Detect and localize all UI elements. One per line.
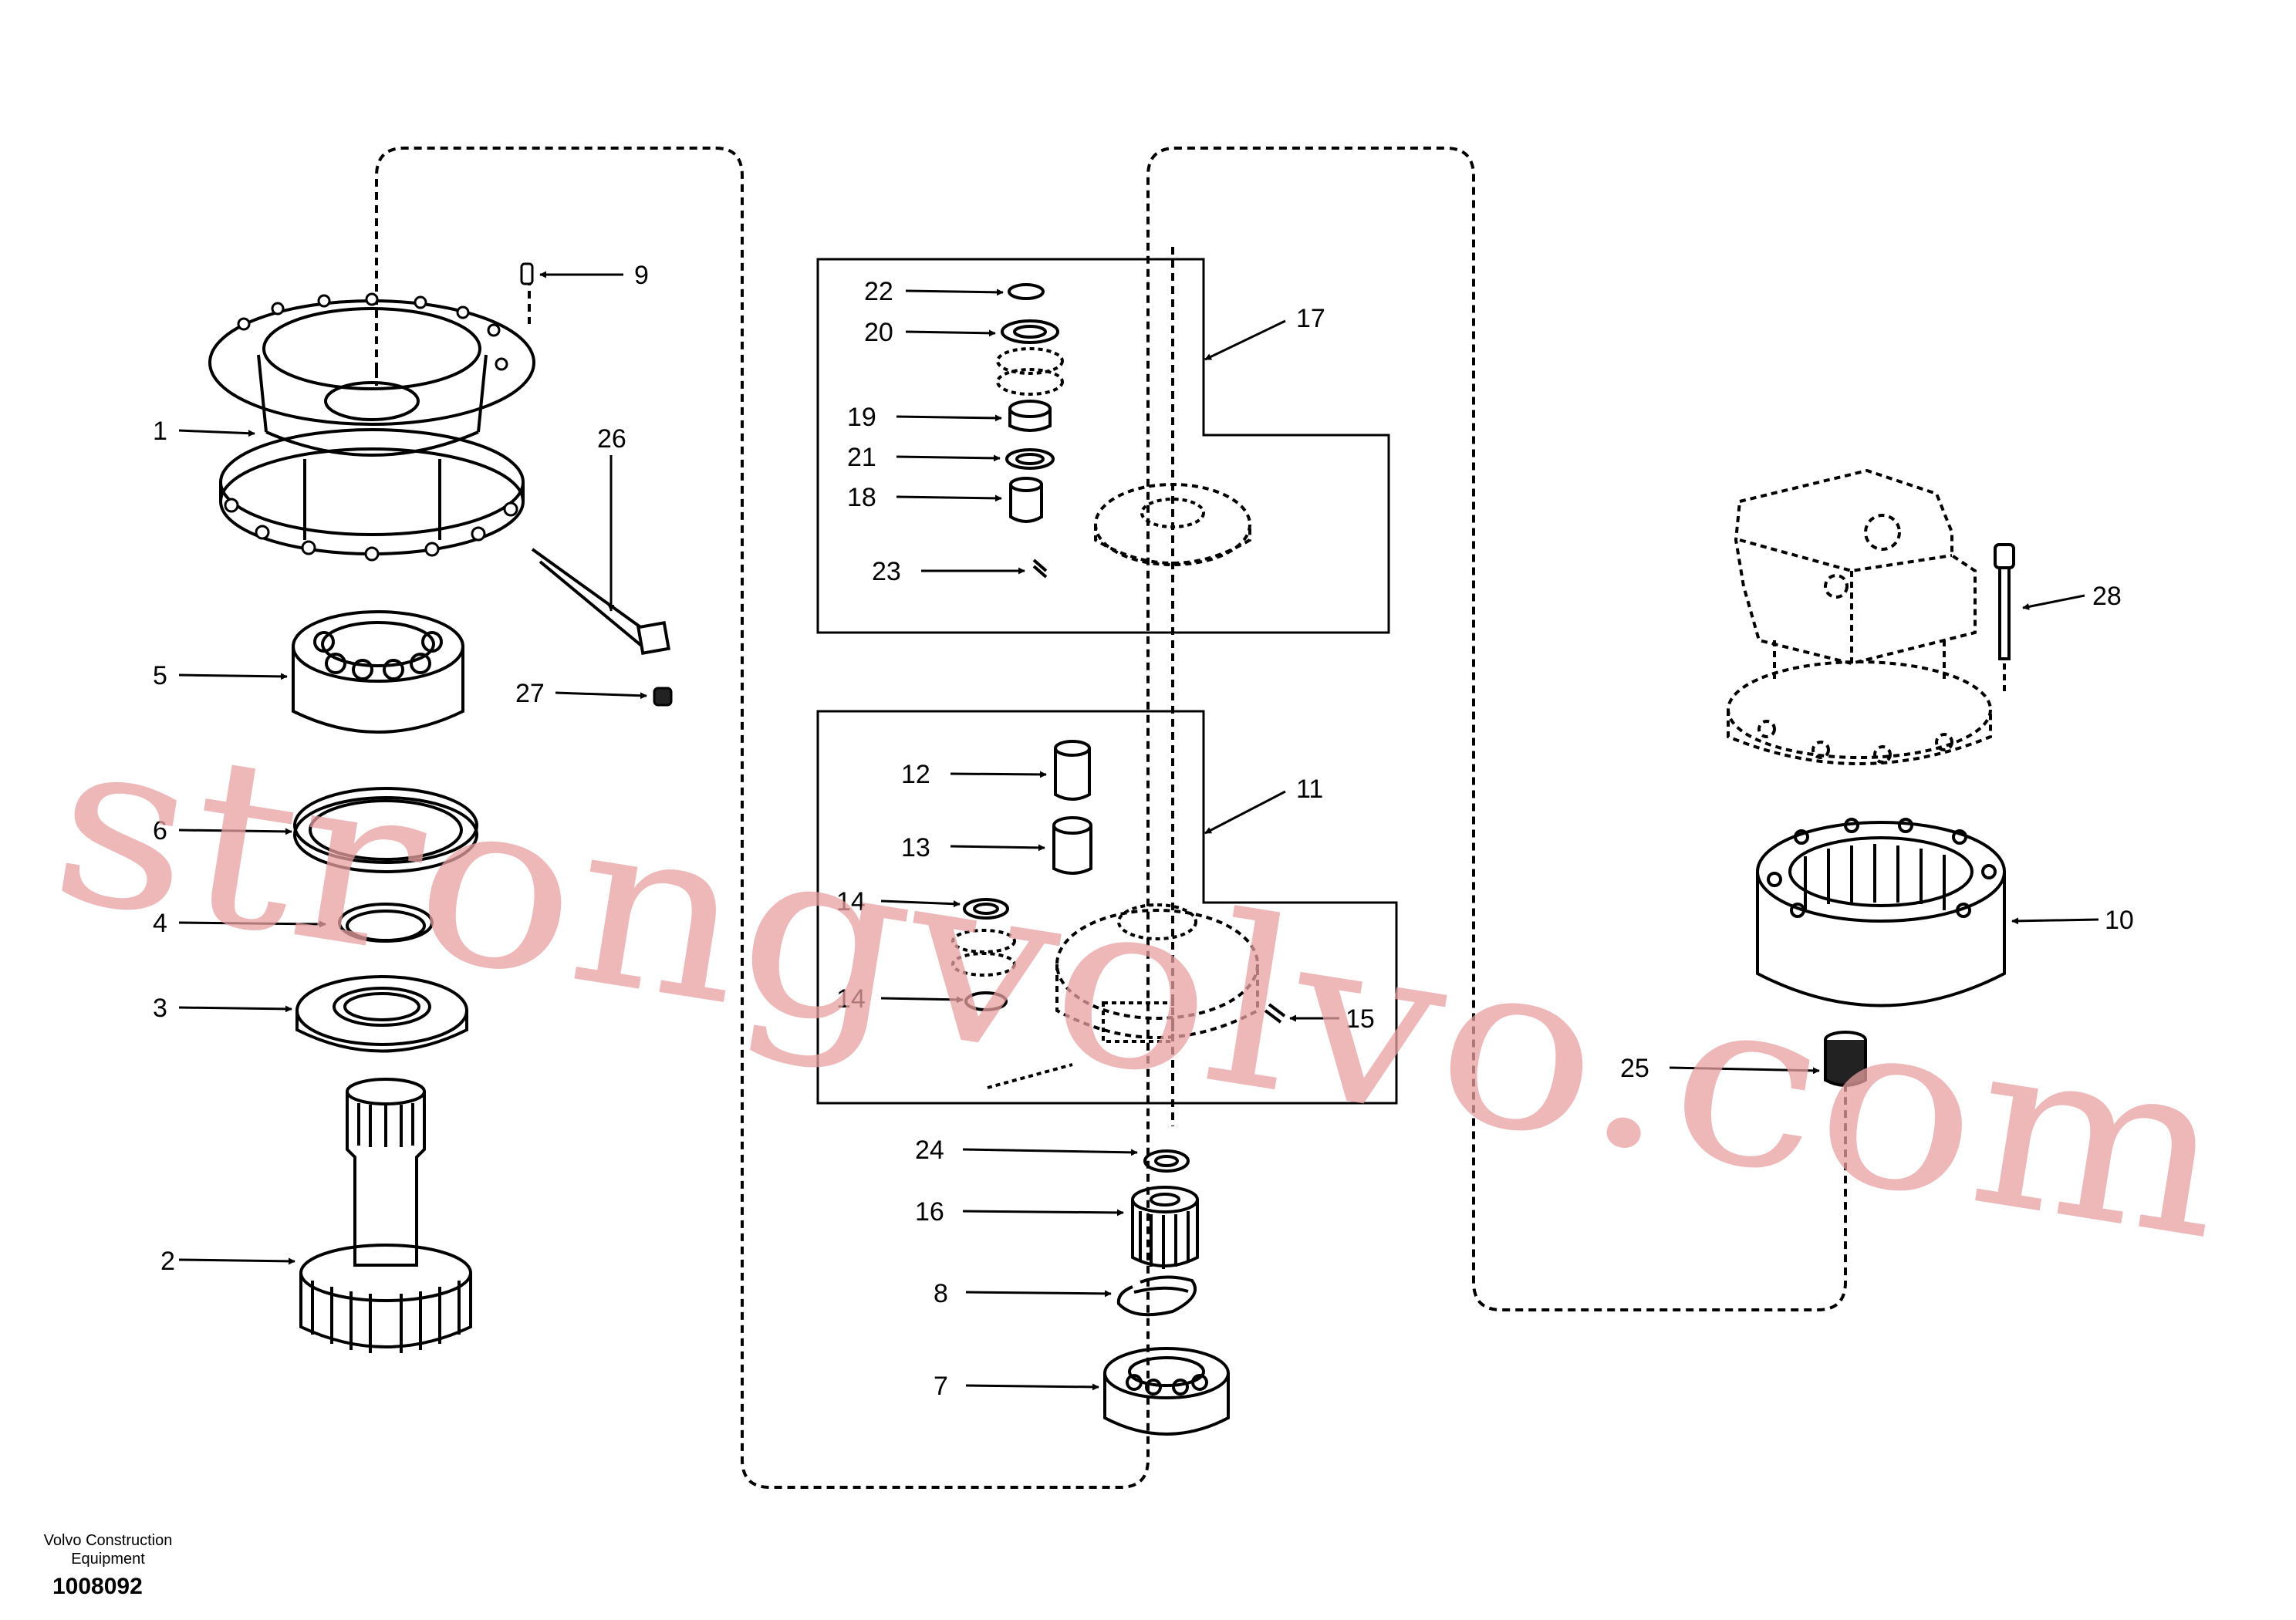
housing-bolt-holes (224, 292, 518, 562)
callout-8: 8 (934, 1279, 948, 1308)
ring-part-4 (338, 903, 434, 943)
callout-2: 2 (160, 1247, 175, 1276)
callout-11: 11 (1296, 775, 1323, 804)
rod-part-26 (531, 548, 671, 656)
pin-part-9 (520, 262, 534, 285)
watermark-text: strongvolvo.com (38, 683, 2244, 1291)
motor-assembly-outline (1727, 468, 1992, 765)
bearing-part-5 (292, 610, 464, 734)
callout-16: 16 (915, 1197, 944, 1227)
callout-1: 1 (153, 417, 167, 446)
shaft-part-2 (299, 1078, 472, 1353)
drawing-number: 1008092 (52, 1574, 143, 1599)
callout-10: 10 (2105, 906, 2134, 935)
plug-part-25 (1824, 1031, 1867, 1087)
housing-part-1 (208, 299, 535, 555)
callout-6: 6 (153, 816, 167, 845)
callout-25: 25 (1620, 1054, 1649, 1083)
callout-13: 13 (901, 833, 930, 862)
seal-part-3 (295, 975, 468, 1053)
snap-ring-part-8 (1116, 1275, 1197, 1317)
callout-22: 22 (864, 277, 893, 306)
callout-14b: 14 (836, 984, 866, 1014)
callout-24: 24 (915, 1136, 944, 1165)
gear-part-16 (1131, 1186, 1199, 1269)
parts-group-17 (996, 283, 1251, 579)
callout-27: 27 (515, 679, 545, 708)
callout-21: 21 (847, 443, 876, 472)
callout-28: 28 (2092, 582, 2122, 611)
callout-14a: 14 (836, 887, 866, 916)
subassembly-frame-11 (816, 710, 1398, 1105)
callout-9: 9 (634, 261, 649, 290)
callout-19: 19 (847, 403, 876, 432)
callout-18: 18 (847, 483, 876, 512)
callout-15: 15 (1346, 1004, 1375, 1034)
callout-5: 5 (153, 661, 167, 690)
callout-12: 12 (901, 760, 930, 789)
callout-4: 4 (153, 909, 167, 938)
callout-17: 17 (1296, 304, 1325, 333)
subassembly-frame-17 (816, 258, 1390, 634)
manufacturer-label: Volvo Construction Equipment (43, 1532, 173, 1568)
nut-part-27 (653, 687, 673, 707)
callout-leaders (178, 271, 2099, 1391)
washer-part-24 (1143, 1149, 1190, 1173)
assembly-guide-lines (375, 147, 1847, 1489)
bolt-part-28 (1994, 543, 2015, 694)
callout-26: 26 (597, 424, 626, 454)
callout-20: 20 (864, 318, 893, 347)
ring-part-6 (293, 787, 478, 873)
callout-23: 23 (872, 557, 901, 586)
parts-group-11 (951, 740, 1286, 1089)
bearing-part-7 (1103, 1347, 1230, 1436)
callout-3: 3 (153, 994, 167, 1023)
callout-7: 7 (934, 1372, 948, 1401)
ring-gear-part-10 (1756, 818, 2006, 1007)
callout-numbers: 1 2 3 4 5 6 7 8 9 10 11 12 13 14 14 15 1… (153, 261, 2134, 1401)
